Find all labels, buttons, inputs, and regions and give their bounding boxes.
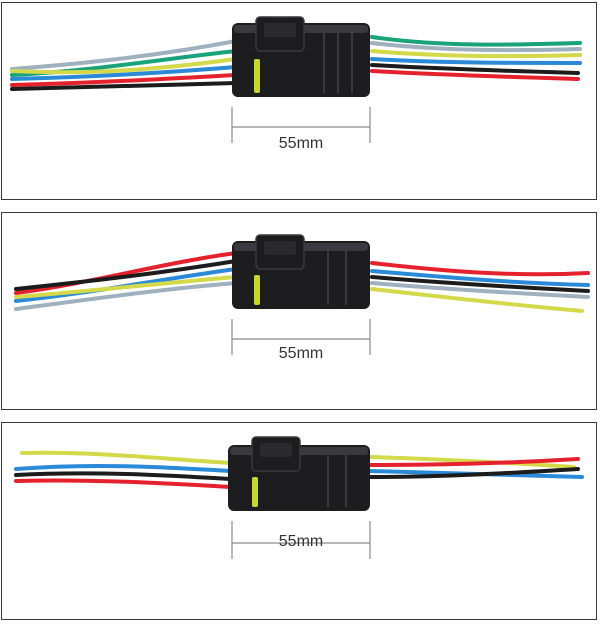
right-wire-bundle: [370, 261, 590, 313]
wire-black: [370, 63, 580, 75]
wire-yellow: [14, 275, 238, 299]
left-wire-bundle: [10, 39, 238, 91]
seal-ring: [254, 275, 260, 305]
dimension-marker: [231, 319, 371, 355]
left-wire-bundle: [14, 450, 232, 489]
wire-red: [368, 457, 580, 467]
wire-grey: [14, 281, 238, 311]
wire-yellow: [370, 287, 584, 313]
wire-red: [14, 251, 238, 295]
left-wire-bundle: [14, 251, 238, 311]
dimension-label: 55mm: [278, 135, 324, 152]
wire-red: [370, 69, 580, 81]
wire-yellow: [10, 57, 238, 75]
wire-black: [370, 275, 590, 293]
connector-illustration-5-pin: [14, 234, 590, 355]
connector-illustration-4-pin: [14, 436, 584, 559]
connector-illustration-6-pin: [10, 16, 582, 143]
wire-red: [370, 261, 590, 277]
dimension-marker: [231, 521, 371, 559]
dimension-marker: [231, 107, 371, 143]
wire-grey: [10, 39, 238, 71]
wire-yellow: [368, 455, 576, 469]
wire-green: [370, 35, 582, 47]
right-wire-bundle: [370, 35, 582, 81]
wire-black: [14, 259, 238, 291]
dimension-label: 55mm: [278, 345, 324, 362]
connector-photo-panel-2: 55mm: [1, 212, 597, 410]
connector-housing: [228, 436, 370, 511]
seal-ring: [254, 59, 260, 93]
connector-photo-panel-3: 55mm: [1, 422, 597, 620]
dimension-label: 55mm: [278, 533, 324, 550]
wire-black: [368, 467, 580, 479]
wire-red: [14, 478, 232, 489]
wire-blue: [10, 65, 238, 81]
seal-ring: [252, 477, 258, 507]
wire-grey: [370, 41, 582, 53]
connector-housing: [232, 16, 370, 97]
wire-blue: [14, 463, 232, 473]
wire-grey: [370, 281, 590, 299]
wire-yellow: [20, 450, 232, 465]
connector-photo-panel-1: 55mm: [1, 2, 597, 200]
wire-blue: [370, 57, 582, 65]
wire-yellow: [370, 49, 582, 59]
connector-housing: [232, 234, 370, 309]
right-wire-bundle: [368, 455, 584, 479]
wire-black: [10, 81, 238, 91]
wire-blue: [370, 269, 590, 287]
wire-black: [14, 471, 232, 481]
wire-red: [10, 73, 238, 87]
